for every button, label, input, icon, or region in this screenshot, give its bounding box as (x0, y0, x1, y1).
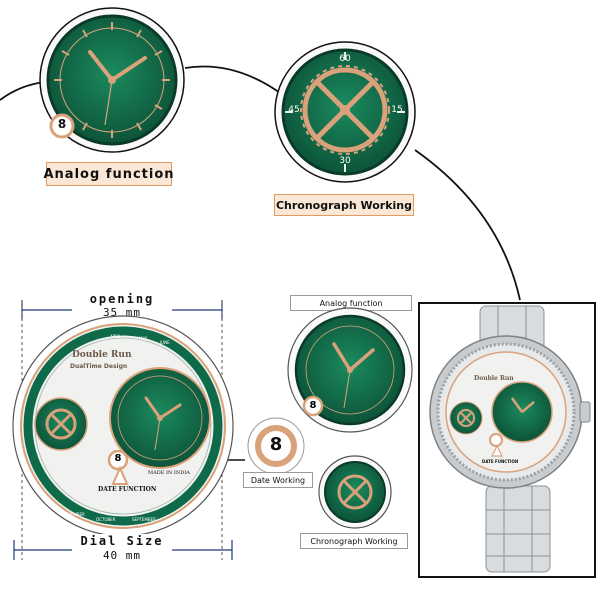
watch-product-frame (418, 302, 596, 578)
month-november: NOVEMBER (62, 512, 85, 517)
month-june: JUNE (160, 340, 170, 345)
big-dial-date-number: 8 (114, 453, 122, 464)
chrono-marker-15: 15 (391, 105, 403, 115)
top-analog-date-number: 8 (57, 117, 67, 131)
chrono-marker-60: 60 (339, 54, 351, 64)
chrono-marker-30: 30 (339, 156, 351, 166)
small-analog-date-number: 8 (309, 400, 317, 411)
opening-label: opening (89, 292, 155, 306)
month-october: OCTOBER (96, 517, 116, 522)
brand-subtitle: DualTime Design (70, 363, 128, 370)
date-working-number: 8 (269, 434, 283, 455)
watch-date-function-text: DATE FUNCTION (482, 459, 519, 464)
dial-size-value: 40 mm (72, 549, 172, 562)
chrono-marker-45: 45 (288, 105, 300, 115)
chronograph-working-small-label: Chronograph Working (300, 533, 408, 549)
month-september: SEPTEMBER (132, 517, 156, 522)
analog-function-label: Analog function (43, 162, 174, 186)
date-function-text: DATE FUNCTION (98, 486, 157, 493)
dial-size-label: Dial Size (72, 534, 172, 548)
connector-line-top (184, 65, 284, 96)
brand-name: Double Run (72, 350, 132, 360)
connector-line-right (414, 149, 521, 301)
month-april: APRIL (110, 334, 122, 339)
watch-brand-name: Double Run (474, 375, 514, 382)
chronograph-working-label: Chronograph Working (274, 194, 414, 216)
month-may: MAY (139, 336, 148, 341)
date-working-label: Date Working (243, 472, 313, 488)
made-in-text: MADE IN INDIA (148, 470, 190, 476)
